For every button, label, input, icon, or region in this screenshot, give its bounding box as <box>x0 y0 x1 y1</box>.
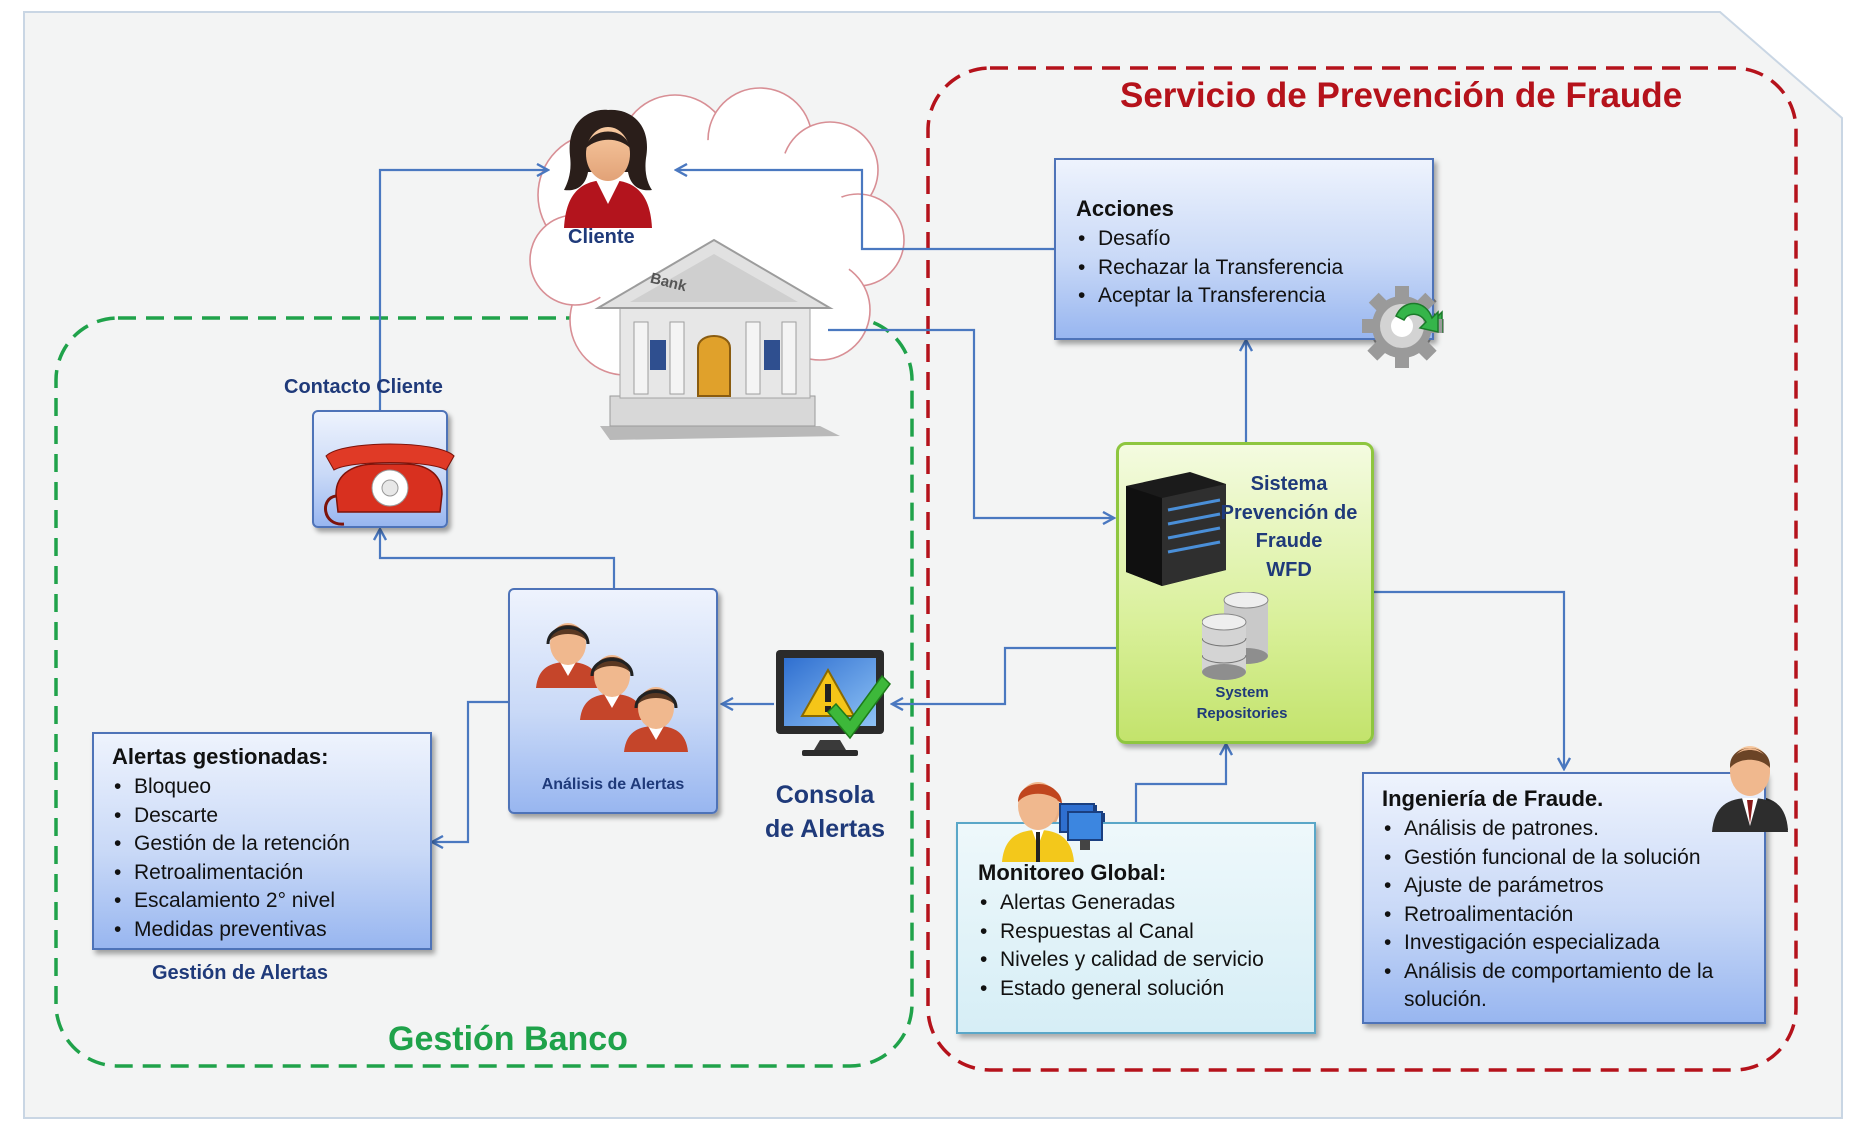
gear-overlay <box>1362 286 1442 366</box>
alerts-console-line: Consola <box>775 781 875 809</box>
alerts-management-label: Gestión de Alertas <box>152 962 328 984</box>
server-overlay <box>1126 472 1226 586</box>
system-repositories-line: System <box>1215 684 1269 701</box>
alerts-analysis-label: Análisis de Alertas <box>541 776 685 793</box>
managed-alerts-list: Bloqueo Descarte Gestión de la retención… <box>112 773 430 944</box>
global-monitoring-title: Monitoreo Global: <box>978 860 1167 885</box>
fraud-system-title-line: WFD <box>1266 558 1312 581</box>
global-monitoring-item: Estado general solución <box>978 975 1314 1004</box>
managed-alerts-box: Alertas gestionadas: Bloqueo Descarte Ge… <box>92 732 432 950</box>
alerts-console-label: Consola de Alertas <box>750 778 900 846</box>
fraud-engineering-item: Retroalimentación <box>1382 901 1742 930</box>
fraud-system-title-line: Prevención de <box>1220 501 1358 524</box>
agents-overlay <box>536 623 688 752</box>
fraud-service-region <box>926 66 1798 1072</box>
fraud-service-title: Servicio de Prevención de Fraude <box>1120 76 1683 115</box>
fraud-engineering-item: Análisis de patrones. <box>1382 815 1742 844</box>
global-monitoring-item: Alertas Generadas <box>978 889 1314 918</box>
arrow-analisis-to-alertas <box>432 700 508 842</box>
fraud-engineering-item: Investigación especializada <box>1382 929 1742 958</box>
fraud-engineering-box: Ingeniería de Fraude. Análisis de patron… <box>1362 772 1766 1024</box>
fraud-system-title-line: Fraude <box>1255 530 1323 552</box>
fraud-engineering-item: Ajuste de parámetros <box>1382 872 1742 901</box>
managed-alerts-item: Bloqueo <box>112 773 430 802</box>
alert-monitor-icon <box>776 650 891 756</box>
managed-alerts-item: Retroalimentación <box>112 859 430 888</box>
contact-client-label: Contacto Cliente <box>284 376 443 398</box>
fraud-system-title-line: Sistema <box>1250 473 1328 495</box>
arrow-sistema-to-consola <box>892 646 1120 704</box>
managed-alerts-item: Medidas preventivas <box>112 916 430 945</box>
actions-list: Desafío Rechazar la Transferencia Acepta… <box>1076 225 1432 311</box>
arrow-acciones-to-cliente <box>676 170 1056 251</box>
system-repositories-line: Repositories <box>1196 705 1288 722</box>
bank-management-title: Gestión Banco <box>388 1020 628 1058</box>
global-monitoring-item: Respuestas al Canal <box>978 918 1314 947</box>
arrow-analisis-to-contacto <box>380 529 616 590</box>
arrow-sistema-to-ingenieria <box>1374 590 1564 769</box>
actions-item: Rechazar la Transferencia <box>1076 254 1432 283</box>
bank-building-icon <box>594 238 840 440</box>
managed-alerts-item: Escalamiento 2° nivel <box>112 887 430 916</box>
client-woman-icon <box>564 109 652 228</box>
global-monitoring-list: Alertas Generadas Respuestas al Canal Ni… <box>978 889 1314 1003</box>
fraud-engineering-item: Gestión funcional de la solución <box>1382 844 1742 873</box>
arrow-bank-to-sistema <box>828 328 1114 518</box>
database-overlay <box>1202 592 1269 680</box>
client-label: Cliente <box>568 226 635 248</box>
bank-region <box>54 316 914 1068</box>
alerts-console-line: de Alertas <box>765 815 885 843</box>
managed-alerts-item: Descarte <box>112 802 430 831</box>
fraud-engineering-list: Análisis de patrones. Gestión funcional … <box>1382 815 1742 1015</box>
fraud-engineering-item: Análisis de comportamiento de la solució… <box>1382 958 1742 1015</box>
global-monitoring-item: Niveles y calidad de servicio <box>978 946 1314 975</box>
arrow-contacto-to-cliente <box>378 170 548 412</box>
connectors <box>380 170 1564 842</box>
managed-alerts-item: Gestión de la retención <box>112 830 430 859</box>
actions-item: Desafío <box>1076 225 1432 254</box>
system-repositories-label: System Repositories <box>1182 682 1302 724</box>
arrow-monitoreo-to-sistema <box>1134 744 1226 822</box>
actions-box: Acciones Desafío Rechazar la Transferenc… <box>1054 158 1434 340</box>
phone-overlay <box>324 443 455 526</box>
operator-overlay <box>1002 782 1103 862</box>
fraud-system-title: Sistema Prevención de Fraude WFD <box>1216 470 1362 584</box>
businessman-overlay <box>1712 748 1788 832</box>
actions-item: Aceptar la Transferencia <box>1076 282 1432 311</box>
fraud-engineering-title: Ingeniería de Fraude. <box>1382 786 1604 811</box>
managed-alerts-title: Alertas gestionadas: <box>112 744 329 769</box>
actions-title: Acciones <box>1076 196 1174 221</box>
